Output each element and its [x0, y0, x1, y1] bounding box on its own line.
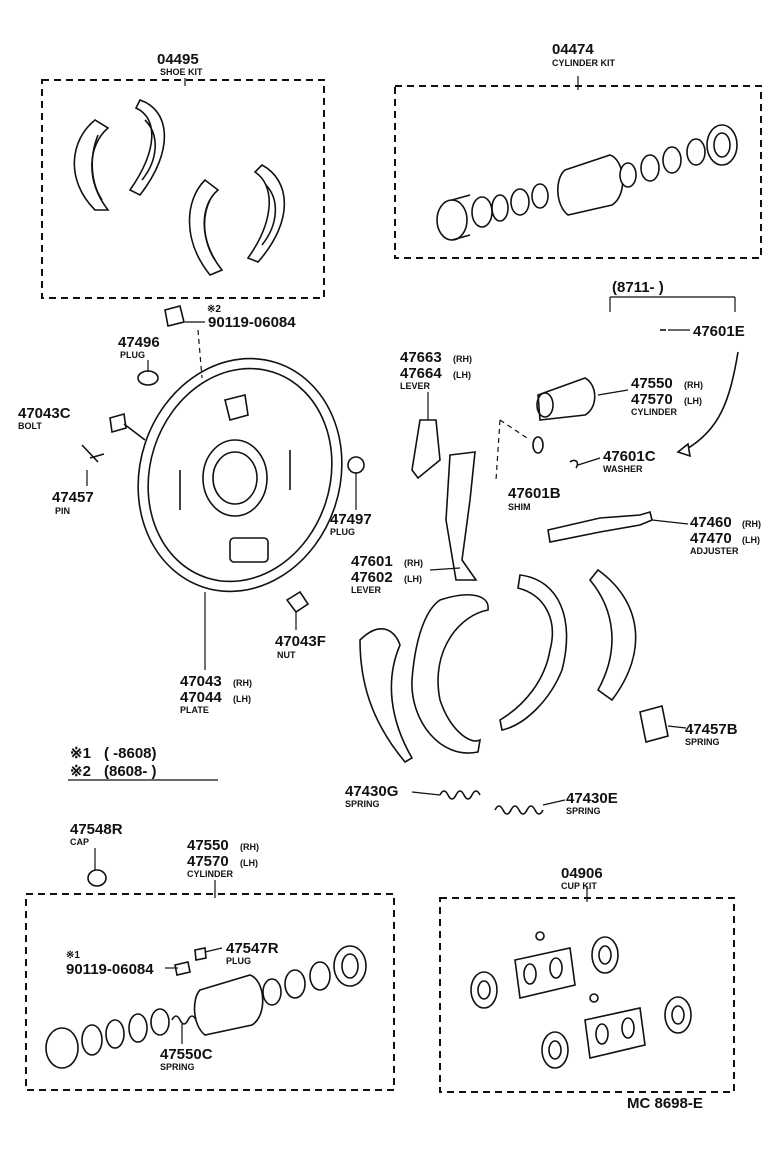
label-plate: PLATE: [180, 705, 209, 715]
parking-lever-drawing: [411, 329, 739, 581]
label-note1-mark: ※1: [70, 745, 91, 762]
label-47663-rh: (RH): [453, 354, 472, 364]
label-47601B: 47601B: [508, 485, 561, 502]
label-47043C: 47043C: [18, 405, 71, 422]
label-47601C: 47601C: [603, 448, 656, 465]
label-47601-rh: (RH): [404, 558, 423, 568]
label-47601E: 47601E: [693, 323, 745, 340]
label-04474: 04474: [552, 41, 594, 58]
label-note2-range: (8608- ): [104, 763, 157, 780]
cylinder-kit-group: [394, 76, 762, 259]
label-47550-bot-rh: (RH): [240, 842, 259, 852]
label-47570-bot: 47570: [187, 853, 229, 870]
label-cup-kit: CUP KIT: [561, 881, 597, 891]
label-47602-lh: (LH): [404, 574, 422, 584]
label-47570-top-lh: (LH): [684, 396, 702, 406]
label-adjuster: ADJUSTER: [690, 546, 739, 556]
label-47043F: 47043F: [275, 633, 326, 650]
label-47601: 47601: [351, 553, 393, 570]
label-47430E-spring: SPRING: [566, 806, 601, 816]
label-diagram-code: MC 8698-E: [627, 1095, 703, 1112]
label-47430G: 47430G: [345, 783, 398, 800]
label-47043: 47043: [180, 673, 222, 690]
label-90119-top: 90119-06084: [208, 314, 296, 331]
label-bolt: BOLT: [18, 421, 42, 431]
label-47602: 47602: [351, 569, 393, 586]
lower-cylinder-group: [25, 880, 395, 1091]
label-47430E: 47430E: [566, 790, 618, 807]
shoe-kit-box: [41, 79, 325, 299]
label-47430G-spring: SPRING: [345, 799, 380, 809]
label-note1-range: ( -8608): [104, 745, 157, 762]
label-47570-bot-lh: (LH): [240, 858, 258, 868]
label-washer: WASHER: [603, 464, 643, 474]
label-47547R-plug: PLUG: [226, 956, 251, 966]
label-47043-rh: (RH): [233, 678, 252, 688]
label-shoe-kit: SHOE KIT: [160, 67, 203, 77]
label-47044-lh: (LH): [233, 694, 251, 704]
label-47570-top: 47570: [631, 391, 673, 408]
label-cap: CAP: [70, 837, 89, 847]
cups-drawing: [470, 931, 692, 1069]
lower-cylinder-exploded: [45, 945, 367, 1069]
label-mark2: ※2: [207, 304, 221, 315]
label-47550C-spring: SPRING: [160, 1062, 195, 1072]
label-47550-top: 47550: [631, 375, 673, 392]
small-parts-left: [81, 305, 365, 614]
brake-shoe-drawing: [73, 99, 286, 276]
leader-lines: [86, 296, 736, 1044]
label-47496: 47496: [118, 334, 160, 351]
cup-kit-group: [439, 886, 735, 1093]
label-47663-lever: LEVER: [400, 381, 431, 391]
cap-drawing: [87, 869, 107, 887]
label-date-range: (8711- ): [612, 279, 664, 296]
brake-shoes-center: [359, 568, 669, 764]
label-47460: 47460: [690, 514, 732, 531]
label-cylinder-bot: CYLINDER: [187, 869, 234, 879]
label-47497-plug: PLUG: [330, 527, 355, 537]
backing-plate-drawing: [137, 357, 343, 593]
label-47470-lh: (LH): [742, 535, 760, 545]
label-mark1: ※1: [66, 950, 80, 961]
label-47547R: 47547R: [226, 940, 279, 957]
label-47457: 47457: [52, 489, 94, 506]
label-47663: 47663: [400, 349, 442, 366]
label-47470: 47470: [690, 530, 732, 547]
label-cylinder-top: CYLINDER: [631, 407, 678, 417]
label-47044: 47044: [180, 689, 222, 706]
label-note2-mark: ※2: [70, 763, 91, 780]
label-90119-bot: 90119-06084: [66, 961, 154, 978]
label-cylinder-kit: CYLINDER KIT: [552, 58, 616, 68]
label-47457B: 47457B: [685, 721, 738, 738]
part-labels: 04495 SHOE KIT 04474 CYLINDER KIT (8711-…: [18, 41, 761, 1112]
springs-drawing: [439, 790, 544, 815]
label-47550C: 47550C: [160, 1046, 213, 1063]
label-47550-top-rh: (RH): [684, 380, 703, 390]
label-shim: SHIM: [508, 502, 531, 512]
label-47496-plug: PLUG: [120, 350, 145, 360]
label-47457B-spring: SPRING: [685, 737, 720, 747]
lower-cylinder-box: [25, 893, 395, 1091]
label-04906: 04906: [561, 865, 603, 882]
label-04495: 04495: [157, 51, 199, 68]
label-47497: 47497: [330, 511, 372, 528]
label-47550-bot: 47550: [187, 837, 229, 854]
label-47460-rh: (RH): [742, 519, 761, 529]
wheel-cylinder-exploded: [436, 124, 738, 241]
label-47664-lh: (LH): [453, 370, 471, 380]
label-nut: NUT: [277, 650, 296, 660]
label-47601-lever: LEVER: [351, 585, 382, 595]
label-47664: 47664: [400, 365, 442, 382]
shoe-kit-group: [41, 78, 325, 299]
label-47548R: 47548R: [70, 821, 123, 838]
label-pin: PIN: [55, 506, 70, 516]
